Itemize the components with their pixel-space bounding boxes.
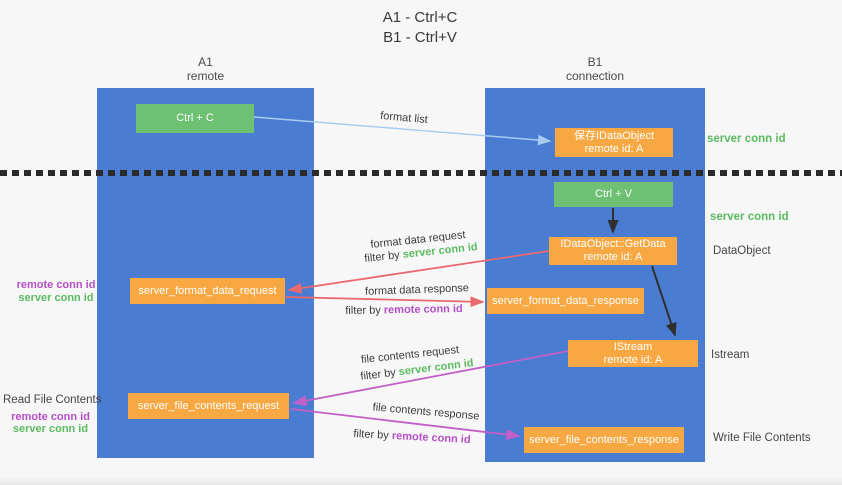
- lane-header-a1: A1 remote: [97, 55, 314, 83]
- node-server-format-data-request: server_format_data_request: [130, 278, 285, 304]
- node-ctrl-c: Ctrl + C: [136, 104, 254, 133]
- lane-header-b1: B1 connection: [485, 55, 705, 83]
- node-getdata-line1: IDataObject::GetData: [560, 238, 666, 250]
- istream-label: Istream: [711, 349, 750, 361]
- node-istream-line1: IStream: [613, 340, 653, 353]
- node-istream: IStream remote id: A: [568, 340, 698, 367]
- filter-by-text: filter by: [359, 366, 397, 383]
- node-istream-line2: remote id: A: [603, 353, 663, 366]
- left-conn-id-group-1: remote conn id server conn id: [10, 279, 102, 304]
- node-save-idataobject: 保存IDataObject remote id: A: [555, 128, 673, 157]
- node-idataobject-getdata: IDataObject::GetData remote id: A: [549, 237, 677, 265]
- lane-a1-name: A1: [198, 55, 213, 69]
- server-conn-id-label-2: server conn id: [12, 423, 89, 435]
- file-contents-response-filter-label: filter by remote conn id: [353, 428, 471, 446]
- title-line-2: B1 - Ctrl+V: [383, 29, 457, 46]
- node-save-idataobject-line1: 保存IDataObject: [573, 129, 655, 142]
- node-server-file-contents-request: server_file_contents_request: [128, 393, 289, 419]
- node-server-file-contents-response-label: server_file_contents_response: [529, 433, 679, 446]
- node-server-format-data-response: server_format_data_response: [487, 288, 644, 314]
- dataobject-label: DataObject: [713, 245, 771, 257]
- remote-conn-id-key: remote conn id: [383, 302, 463, 317]
- filter-by-text: filter by: [353, 427, 390, 442]
- node-ctrl-v-label: Ctrl + V: [595, 188, 632, 200]
- node-server-format-data-request-label: server_format_data_request: [138, 284, 277, 297]
- format-data-response-label: format data response: [364, 282, 470, 298]
- lane-a1-role: remote: [186, 69, 225, 83]
- node-getdata-line2: remote id: A: [583, 251, 643, 263]
- file-contents-response-label: file contents response: [372, 401, 480, 423]
- lane-b1-name: B1: [587, 55, 603, 69]
- filter-by-text: filter by: [363, 249, 401, 265]
- diagram-title: A1 - Ctrl+C B1 - Ctrl+V: [330, 8, 510, 48]
- node-server-format-data-response-label: server_format_data_response: [492, 294, 639, 307]
- node-server-file-contents-request-label: server_file_contents_request: [137, 399, 280, 412]
- remote-conn-id-key: remote conn id: [391, 429, 471, 447]
- filter-by-text: filter by: [345, 304, 381, 318]
- node-server-file-contents-response: server_file_contents_response: [524, 427, 684, 453]
- server-conn-id-label-mid: server conn id: [710, 211, 789, 223]
- read-file-contents-label: Read File Contents: [3, 394, 102, 406]
- node-ctrl-v: Ctrl + V: [554, 182, 673, 207]
- write-file-contents-label: Write File Contents: [713, 432, 811, 444]
- node-save-idataobject-line2: remote id: A: [584, 142, 644, 155]
- remote-conn-id-label-1: remote conn id: [16, 279, 96, 291]
- server-conn-id-label-1: server conn id: [18, 291, 94, 304]
- window-bottom-edge: [0, 477, 842, 485]
- format-list-label: format list: [379, 109, 429, 127]
- session-divider-line: [0, 170, 842, 176]
- lane-b1-role: connection: [565, 69, 625, 83]
- left-conn-id-group-2: Read File Contents remote conn id server…: [3, 394, 102, 436]
- format-data-response-filter-label: filter by remote conn id: [345, 303, 463, 317]
- format-data-response-arrow: [285, 296, 485, 308]
- server-conn-id-label-top: server conn id: [707, 133, 786, 145]
- remote-conn-id-label-2: remote conn id: [11, 410, 90, 423]
- node-ctrl-c-label: Ctrl + C: [176, 112, 214, 124]
- title-line-1: A1 - Ctrl+C: [382, 9, 458, 26]
